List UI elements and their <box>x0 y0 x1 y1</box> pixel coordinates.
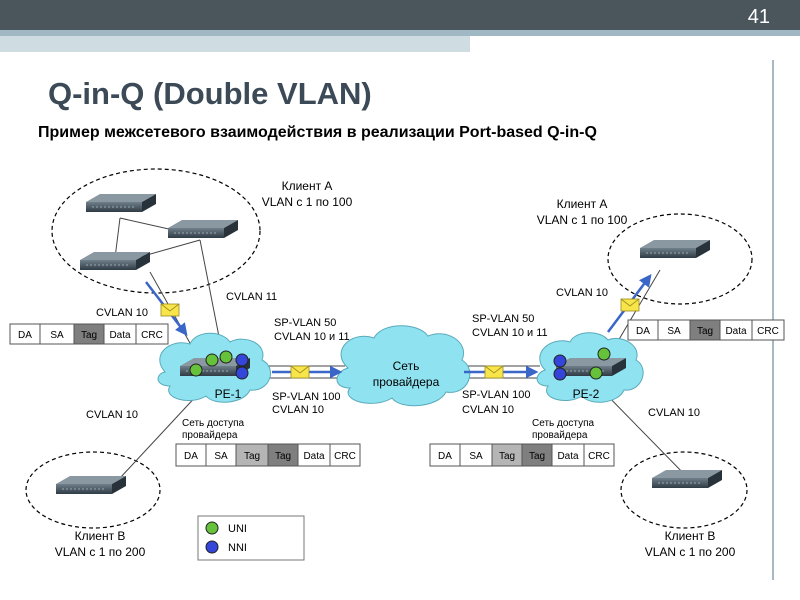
cvlan10-sp-left-label: CVLAN 10 <box>272 404 324 416</box>
access-right-label: Сеть доступа <box>532 418 595 429</box>
legend-nni-label: NNI <box>228 542 247 554</box>
frame-field: SA <box>214 451 228 462</box>
frame-field: Tag <box>244 451 260 462</box>
cvlan10-bottom-left-label: CVLAN 10 <box>86 409 138 421</box>
legend-uni-label: UNI <box>228 523 247 535</box>
page-number: 41 <box>747 6 770 28</box>
cvlan10-bottom-right-label: CVLAN 10 <box>648 407 700 419</box>
frame-envelope-icon <box>290 365 310 379</box>
client-a-left-title: Клиент A <box>282 179 333 193</box>
link <box>119 391 201 479</box>
frame-field: CRC <box>141 330 163 341</box>
provider-network-cloud <box>336 325 471 407</box>
uni-port-icon <box>205 353 219 367</box>
uni-port-icon <box>597 347 611 361</box>
frame-field: Tag <box>275 451 291 462</box>
frame-field: Tag <box>697 326 713 337</box>
nni-port-icon <box>553 367 567 381</box>
access-right-label-2: провайдера <box>532 430 588 441</box>
frame-field: DA <box>184 451 198 462</box>
access-left-label: Сеть доступа <box>182 418 245 429</box>
switch-icon <box>639 239 711 259</box>
cvlan10-top-left-label: CVLAN 10 <box>96 307 148 319</box>
top-stripe <box>0 30 800 36</box>
client-a-right-vlan: VLAN с 1 по 100 <box>537 213 628 227</box>
sp-vlan50-right-label: SP-VLAN 50 <box>472 313 534 325</box>
client-b-right-vlan: VLAN с 1 по 200 <box>645 545 736 559</box>
client-b-left-title: Клиент B <box>75 529 126 543</box>
link <box>199 239 223 353</box>
cvlan10-top-right-label: CVLAN 10 <box>556 287 608 299</box>
frame-envelope-icon <box>484 365 504 379</box>
frame-field: Data <box>557 451 579 462</box>
nni-port-icon <box>235 366 249 380</box>
client-b-left-ellipse <box>25 451 161 529</box>
cvlan-10-11-left-label: CVLAN 10 и 11 <box>274 331 350 343</box>
frame-field: DA <box>636 326 650 337</box>
frame-table-top-right: DA SA Tag Data CRC <box>627 319 785 341</box>
frame-field: CRC <box>757 326 779 337</box>
slide-title: Q-in-Q (Double VLAN) <box>48 76 372 111</box>
client-a-left-ellipse <box>51 168 261 294</box>
uni-port-icon <box>189 363 203 377</box>
provider-net-label: Сеть <box>393 359 420 373</box>
frame-field: DA <box>438 451 452 462</box>
frame-field: CRC <box>588 451 610 462</box>
uni-port-icon <box>589 366 603 380</box>
nni-port-icon <box>553 354 567 368</box>
top-bar <box>0 0 800 30</box>
switch-icon <box>651 469 723 489</box>
frame-field: Data <box>725 326 747 337</box>
frame-table-bottom-right: DA SA Tag Tag Data CRC <box>429 443 615 467</box>
access-left-label-2: провайдера <box>182 430 238 441</box>
frame-field: DA <box>18 330 32 341</box>
nni-legend-icon <box>205 540 219 554</box>
frame-envelope-icon <box>620 298 640 312</box>
provider-net-label-2: провайдера <box>373 375 440 389</box>
sp-vlan50-left-label: SP-VLAN 50 <box>274 317 336 329</box>
client-b-right-ellipse <box>620 451 748 529</box>
frame-field: SA <box>469 451 483 462</box>
client-a-right-title: Клиент A <box>557 197 608 211</box>
switch-icon <box>55 475 127 495</box>
legend: UNI NNI <box>197 515 305 561</box>
frame-field: Tag <box>81 330 97 341</box>
cvlan10-sp-right-label: CVLAN 10 <box>462 404 514 416</box>
top-stripe-light <box>0 36 470 52</box>
frame-envelope-icon <box>160 303 180 317</box>
uni-legend-icon <box>205 521 219 535</box>
switch-icon <box>85 193 157 213</box>
client-b-right-title: Клиент B <box>665 529 716 543</box>
nni-port-icon <box>235 353 249 367</box>
cvlan-10-11-right-label: CVLAN 10 и 11 <box>472 327 548 339</box>
sp-vlan100-right-label: SP-VLAN 100 <box>462 389 530 401</box>
frame-field: SA <box>50 330 64 341</box>
pe1-label: PE-1 <box>215 387 242 401</box>
frame-table-bottom-left: DA SA Tag Tag Data CRC <box>175 443 361 467</box>
frame-field: SA <box>667 326 681 337</box>
link <box>114 217 121 259</box>
link <box>599 387 691 481</box>
slide-subtitle: Пример межсетевого взаимодействия в реал… <box>38 124 597 141</box>
switch-icon <box>79 251 151 271</box>
frame-table-top-left: DA SA Tag Data CRC <box>9 323 169 345</box>
cvlan11-label: CVLAN 11 <box>226 291 277 303</box>
frame-field: Data <box>109 330 131 341</box>
client-a-right-ellipse <box>607 213 753 305</box>
pe2-label: PE-2 <box>573 387 600 401</box>
sp-vlan100-left-label: SP-VLAN 100 <box>272 391 340 403</box>
frame-field: CRC <box>334 451 356 462</box>
uni-port-icon <box>219 350 233 364</box>
switch-icon <box>167 219 239 239</box>
frame-field: Data <box>303 451 325 462</box>
client-a-left-vlan: VLAN с 1 по 100 <box>262 195 353 209</box>
frame-field: Tag <box>499 451 515 462</box>
frame-field: Tag <box>529 451 545 462</box>
client-b-left-vlan: VLAN с 1 по 200 <box>55 545 146 559</box>
